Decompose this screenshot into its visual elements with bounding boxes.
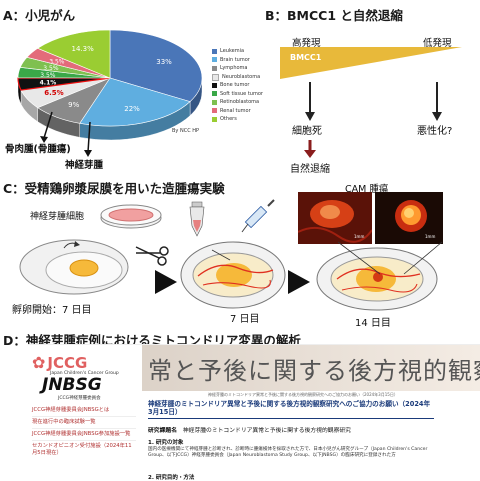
photo-link-lines (337, 241, 443, 275)
legend-swatch (212, 108, 217, 113)
body-text: 国内の医療機関にて神経芽腫と診断され、診断時に腫瘍検体を採取された方で、日本小児… (148, 447, 428, 458)
day14-label: 14 日目 (355, 318, 391, 329)
expression-wedge (280, 47, 462, 79)
jnbsg-logo: JNBSG (42, 375, 102, 395)
legend-item-leukemia: Leukemia (212, 48, 244, 54)
study-title-row: 研究課題名 神経芽腫のミトコンドリア異常と予後に関する後方視的観察研究 (148, 425, 434, 434)
nav-item[interactable]: JCCG神経芽腫委員会JNBSGとは (32, 405, 136, 417)
legend-item-others: Others (212, 116, 237, 122)
low-expression-label: 低発現 (423, 38, 452, 49)
legend-swatch (212, 57, 217, 62)
pie-label-others: 14.3% (72, 45, 95, 53)
petri-dish (100, 204, 162, 229)
legend-label: Brain tumor (220, 56, 250, 63)
legend-swatch (212, 65, 217, 71)
pie-label-soft-tissue-tumor: 3.5% (40, 72, 56, 79)
cam-photo-1 (298, 192, 372, 244)
cam-tumor-label: CAM 腫瘍 (345, 184, 389, 195)
egg-start (19, 239, 129, 295)
cells-label: 神経芽腫細胞 (30, 212, 85, 222)
pie-label-neuroblastoma: 6.5% (44, 89, 63, 97)
legend-swatch (212, 99, 217, 105)
legend-item-renal-tumor: Renal tumor (212, 108, 251, 114)
day7-label: 7 日目 (230, 314, 260, 325)
legend-swatch (212, 48, 217, 54)
pie-label-leukemia: 33% (156, 58, 172, 66)
nav-list: JCCG神経芽腫委員会JNBSGとは 現在進行中の臨床試験一覧 JCCG神経芽腫… (32, 405, 136, 459)
nav-item[interactable]: セカンドオピニオン受付施設（2024年11月5日現在） (32, 443, 132, 456)
bone-tumor-label: 骨肉腫(骨腫瘍) (5, 144, 71, 155)
chart-source: By NCC HP (172, 128, 200, 134)
pie-slice-others (37, 29, 111, 79)
pie-slice-leukemia (109, 29, 203, 102)
legend-item-brain-tumor: Brain tumor (212, 57, 250, 63)
legend-item-lymphoma: Lymphoma (212, 65, 248, 71)
legend-swatch (212, 82, 217, 88)
section-b-title: B：BMCC1 と自然退縮 (265, 8, 403, 23)
regression-label: 自然退縮 (290, 164, 330, 175)
study-label: 研究課題名 (148, 428, 177, 434)
neuroblastoma-label: 神経芽腫 (65, 160, 104, 171)
pie-label-retinoblastoma: 3.5% (43, 65, 59, 72)
jccg-logo-text: JCCG (47, 353, 88, 372)
section-c-title: C：受精鶏卵漿尿膜を用いた造腫瘍実験 (3, 181, 225, 196)
section2-heading: 2. 研究目的・方法 (148, 475, 195, 481)
day0-value: 7 日目 (62, 305, 92, 316)
egg-day7-a (180, 241, 286, 309)
b-arrows (304, 82, 442, 158)
nav-item[interactable]: 現在進行中の臨床試験一覧 (32, 417, 136, 429)
legend-label: Lymphoma (220, 65, 248, 71)
breadcrumb: 神経芽腫のミトコンドリア異常と予後に関する後方視的観察研究へのご協力のお願い（2… (208, 392, 398, 397)
pie-slice-brain-tumor (79, 77, 191, 127)
pie-label-lymphoma: 9% (68, 101, 79, 109)
legend-swatch (212, 91, 217, 96)
malignant-label: 悪性化? (417, 126, 453, 137)
scissors-icon (135, 246, 169, 266)
day0-prefix: 孵卵開始： (12, 305, 62, 316)
pie-label-bone-tumor: 4.1% (40, 80, 57, 87)
bmcc1-gene-label: BMCC1 (290, 53, 322, 62)
process-arrow-1 (155, 270, 177, 294)
pointer-arrows (40, 111, 92, 157)
legend-label: Others (220, 116, 237, 122)
jccg-mark-icon: ✿ (32, 353, 46, 372)
legend-label: Bone tumor (220, 82, 250, 88)
banner-text: 常と予後に関する後方視的観察研究 (148, 357, 480, 385)
study-title: 神経芽腫のミトコンドリア異常と予後に関する後方視的観察研究 (182, 428, 351, 434)
egg-day14 (316, 247, 438, 311)
scale-bar-1: 1mm (354, 234, 365, 239)
section-a-title: A：小児がん (3, 8, 76, 23)
legend-swatch (212, 116, 217, 122)
jnbsg-sub: JCCG神経芽腫委員会 (58, 396, 101, 401)
legend-label: Retinoblastoma (220, 99, 260, 105)
day0-label: 孵卵開始：7 日目 (12, 301, 92, 316)
syringe-icon (241, 199, 275, 233)
high-expression-label: 高発現 (292, 38, 321, 49)
tube-icon (189, 201, 205, 237)
legend-label: Neuroblastoma (222, 74, 261, 80)
jccg-sub: Japan Children's Cancer Group (50, 371, 119, 376)
cam-photo-2 (375, 192, 443, 244)
pie-label-brain-tumor: 22% (124, 105, 140, 113)
legend-label: Renal tumor (220, 107, 251, 114)
legend-item-neuroblastoma: Neuroblastoma (212, 73, 261, 81)
legend-label: Leukemia (220, 48, 245, 54)
process-arrow-2 (288, 270, 310, 294)
website-screenshot: 常と予後に関する後方視的観察研究 ✿ JCCG Japan Children's… (28, 344, 480, 481)
legend-item-soft-tissue-tumor: Soft tissue tumor (212, 91, 263, 97)
page-heading: 神経芽腫のミトコンドリア異常と予後に関する後方視的観察研究へのご協力のお願い（2… (148, 400, 434, 419)
pie-label-renal-tumor: 3.5% (49, 58, 65, 65)
section1-heading: 1. 研究の対象 (148, 440, 184, 446)
web-banner: 常と予後に関する後方視的観察研究 (142, 345, 480, 391)
legend-label: Soft tissue tumor (220, 90, 263, 97)
nav-item[interactable]: JCCG神経芽腫委員会JNBSG参加施設一覧 (32, 429, 136, 441)
scale-bar-2: 1mm (425, 234, 436, 239)
jccg-logo: ✿ JCCG (32, 353, 87, 372)
legend-item-bone-tumor: Bone tumor (212, 82, 249, 88)
cell-death-label: 細胞死 (292, 126, 322, 137)
legend-swatch (212, 73, 219, 81)
pie-chart: 33%22%9%6.5%4.1%3.5%3.5%3.5%14.3% (17, 29, 203, 141)
legend-item-retinoblastoma: Retinoblastoma (212, 99, 259, 105)
